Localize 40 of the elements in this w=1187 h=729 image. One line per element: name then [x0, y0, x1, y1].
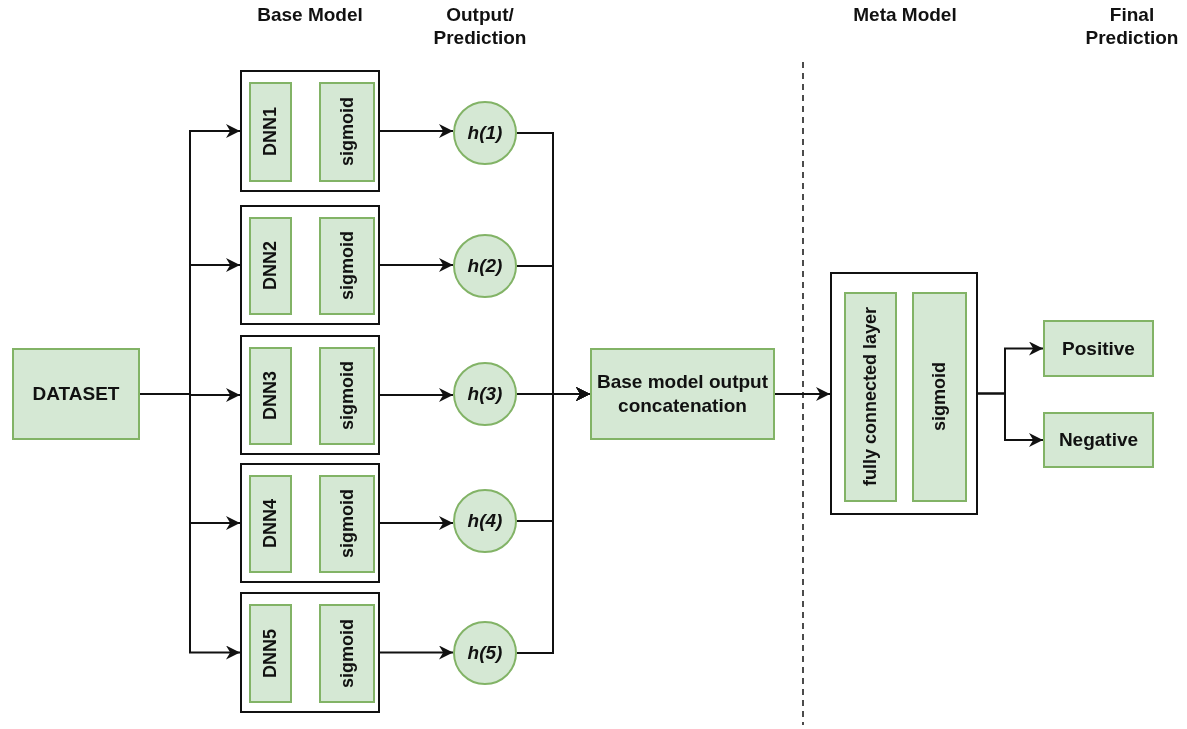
arrow [774, 387, 831, 401]
model-frame [240, 205, 380, 325]
process-box: Base model output concatenation [590, 348, 775, 440]
column-header: Meta Model [852, 4, 958, 27]
process-box: sigmoid [319, 604, 375, 703]
column-header: Base Model [256, 4, 364, 27]
process-box: DNN2 [249, 217, 292, 315]
column-header: Final Prediction [1084, 4, 1180, 50]
process-box: sigmoid [319, 217, 375, 315]
process-box: DNN5 [249, 604, 292, 703]
arrow [379, 388, 454, 402]
process-box: Negative [1043, 412, 1154, 468]
prediction-circle: h(1) [453, 101, 517, 165]
prediction-circle: h(3) [453, 362, 517, 426]
process-box: Positive [1043, 320, 1154, 377]
process-box: DNN1 [249, 82, 292, 182]
process-box: sigmoid [319, 82, 375, 182]
process-box: DNN4 [249, 475, 292, 573]
arrow [516, 387, 591, 654]
arrow [379, 645, 454, 660]
model-frame [240, 70, 380, 192]
arrow [379, 258, 454, 272]
model-frame [240, 592, 380, 713]
model-frame [240, 335, 380, 455]
model-frame [830, 272, 978, 515]
process-box: fully connected layer [844, 292, 897, 502]
process-box: DNN3 [249, 347, 292, 445]
arrow [977, 392, 1044, 447]
model-frame [240, 463, 380, 583]
process-box: DATASET [12, 348, 140, 440]
arrow [379, 516, 454, 530]
arrow [379, 124, 454, 138]
process-box: sigmoid [319, 347, 375, 445]
arrow [139, 393, 241, 660]
prediction-circle: h(5) [453, 621, 517, 685]
process-box: sigmoid [319, 475, 375, 573]
prediction-circle: h(4) [453, 489, 517, 553]
column-header: Output/ Prediction [432, 4, 528, 50]
prediction-circle: h(2) [453, 234, 517, 298]
process-box: sigmoid [912, 292, 967, 502]
